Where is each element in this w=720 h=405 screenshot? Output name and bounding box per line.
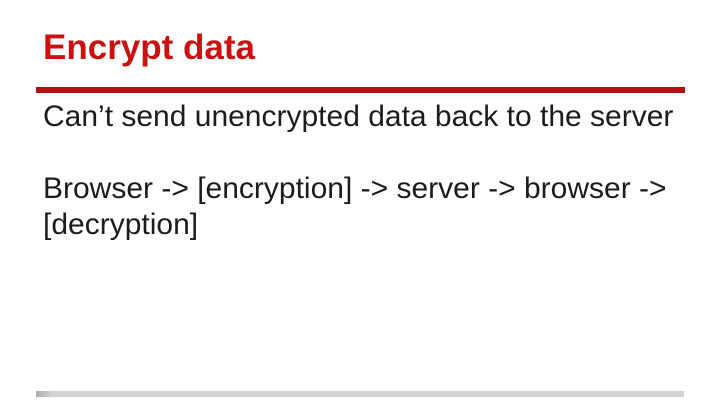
footer-decoration-bar bbox=[36, 391, 684, 397]
slide-body: Can’t send unencrypted data back to the … bbox=[43, 99, 695, 243]
body-paragraph-2: Browser -> [encryption] -> server -> bro… bbox=[43, 172, 667, 241]
title-underline-rule bbox=[36, 87, 685, 93]
body-paragraph-1: Can’t send unencrypted data back to the … bbox=[43, 100, 674, 133]
slide-title: Encrypt data bbox=[43, 28, 255, 67]
